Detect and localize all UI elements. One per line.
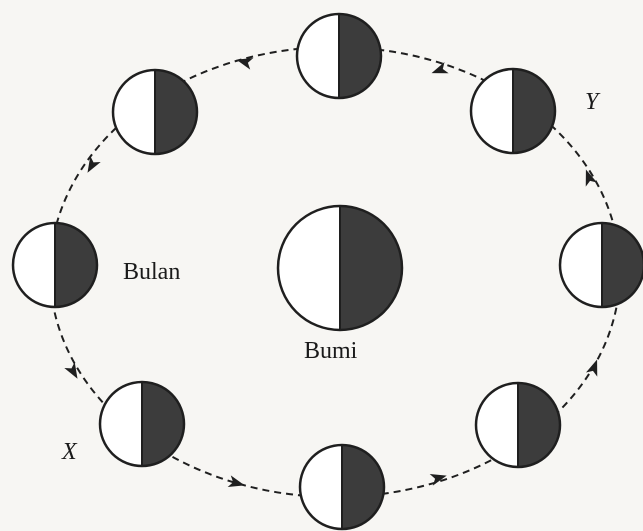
moon-upper-left xyxy=(111,68,199,156)
arrow-bottom-right xyxy=(429,474,447,486)
arrow-left-lower xyxy=(64,361,78,379)
moon-upper-right xyxy=(469,67,557,155)
position-y-label: Y xyxy=(585,89,601,115)
arrow-top-right xyxy=(431,61,449,74)
arrow-right-lower xyxy=(585,359,598,377)
arrow-right-upper xyxy=(585,169,598,187)
arrow-upper-left xyxy=(87,155,101,173)
moon-label: Bulan xyxy=(123,259,180,285)
earth-label: Bumi xyxy=(304,338,358,364)
moon-lower-left-x xyxy=(98,380,186,468)
arrow-bottom-left xyxy=(227,475,245,487)
position-x-label: X xyxy=(61,439,78,465)
moon-right xyxy=(558,221,643,309)
moon-left xyxy=(11,221,99,309)
moon-top xyxy=(295,12,383,100)
moon-lower-right xyxy=(474,381,562,469)
arrow-top-left xyxy=(236,58,254,70)
earth xyxy=(276,204,404,332)
moon-bottom xyxy=(298,443,386,531)
